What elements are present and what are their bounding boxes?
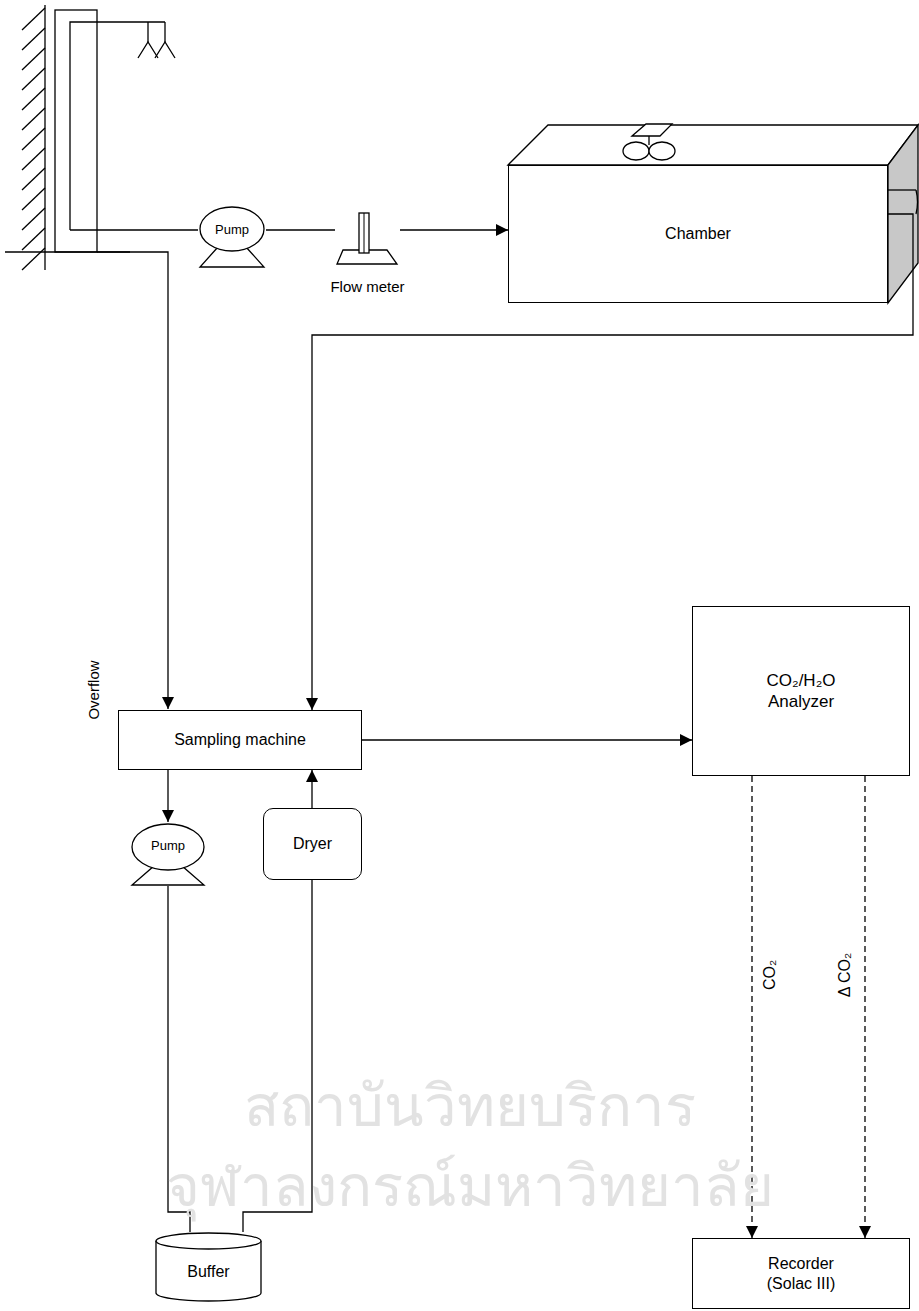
watermark: จุฬาลงกรณ์มหาวิทยาลัย bbox=[166, 1139, 774, 1232]
pump-outline bbox=[130, 822, 206, 886]
node-label: Pump bbox=[215, 222, 249, 238]
air-inlet-pipe bbox=[5, 10, 198, 709]
node-label: Buffer bbox=[187, 1262, 229, 1282]
process-box: Recorder (Solac III) bbox=[692, 1238, 910, 1309]
node-label: Dryer bbox=[293, 834, 332, 854]
gas-line bbox=[362, 739, 692, 740]
process-box: Dryer bbox=[263, 808, 362, 880]
signal-line bbox=[864, 776, 865, 1238]
instrument-label: Flow meter bbox=[330, 278, 404, 297]
wall-hatch bbox=[22, 5, 45, 270]
buffer-tank: Buffer bbox=[155, 1232, 262, 1302]
node-label: CO₂/H₂O Analyzer bbox=[751, 670, 851, 713]
chamber-body bbox=[508, 125, 918, 303]
process-box: Sampling machine bbox=[118, 710, 362, 770]
node-label: Recorder (Solac III) bbox=[746, 1254, 856, 1294]
process-box: CO₂/H₂O Analyzer bbox=[692, 606, 910, 776]
gas-line bbox=[167, 770, 168, 822]
signal-label: CO₂ bbox=[761, 960, 779, 990]
pump-symbol: Pump bbox=[130, 822, 206, 886]
node-label: Chamber bbox=[665, 224, 731, 244]
flow-outline bbox=[335, 212, 400, 266]
gas-line bbox=[400, 229, 508, 230]
flow-meter-symbol: Flow meter bbox=[335, 212, 400, 266]
node-label: Pump bbox=[151, 838, 185, 854]
chamber-fan bbox=[623, 124, 675, 160]
gas-line bbox=[311, 770, 312, 808]
pipe-label: Overflow bbox=[85, 660, 102, 719]
node-label: Sampling machine bbox=[174, 730, 306, 750]
process-box: Chamber bbox=[508, 165, 888, 303]
gas-line bbox=[266, 229, 335, 230]
signal-label: Δ CO₂ bbox=[836, 953, 854, 997]
pump-symbol: Pump bbox=[198, 205, 266, 268]
watermark: สถาบันวิทยบริการ bbox=[244, 1059, 696, 1152]
